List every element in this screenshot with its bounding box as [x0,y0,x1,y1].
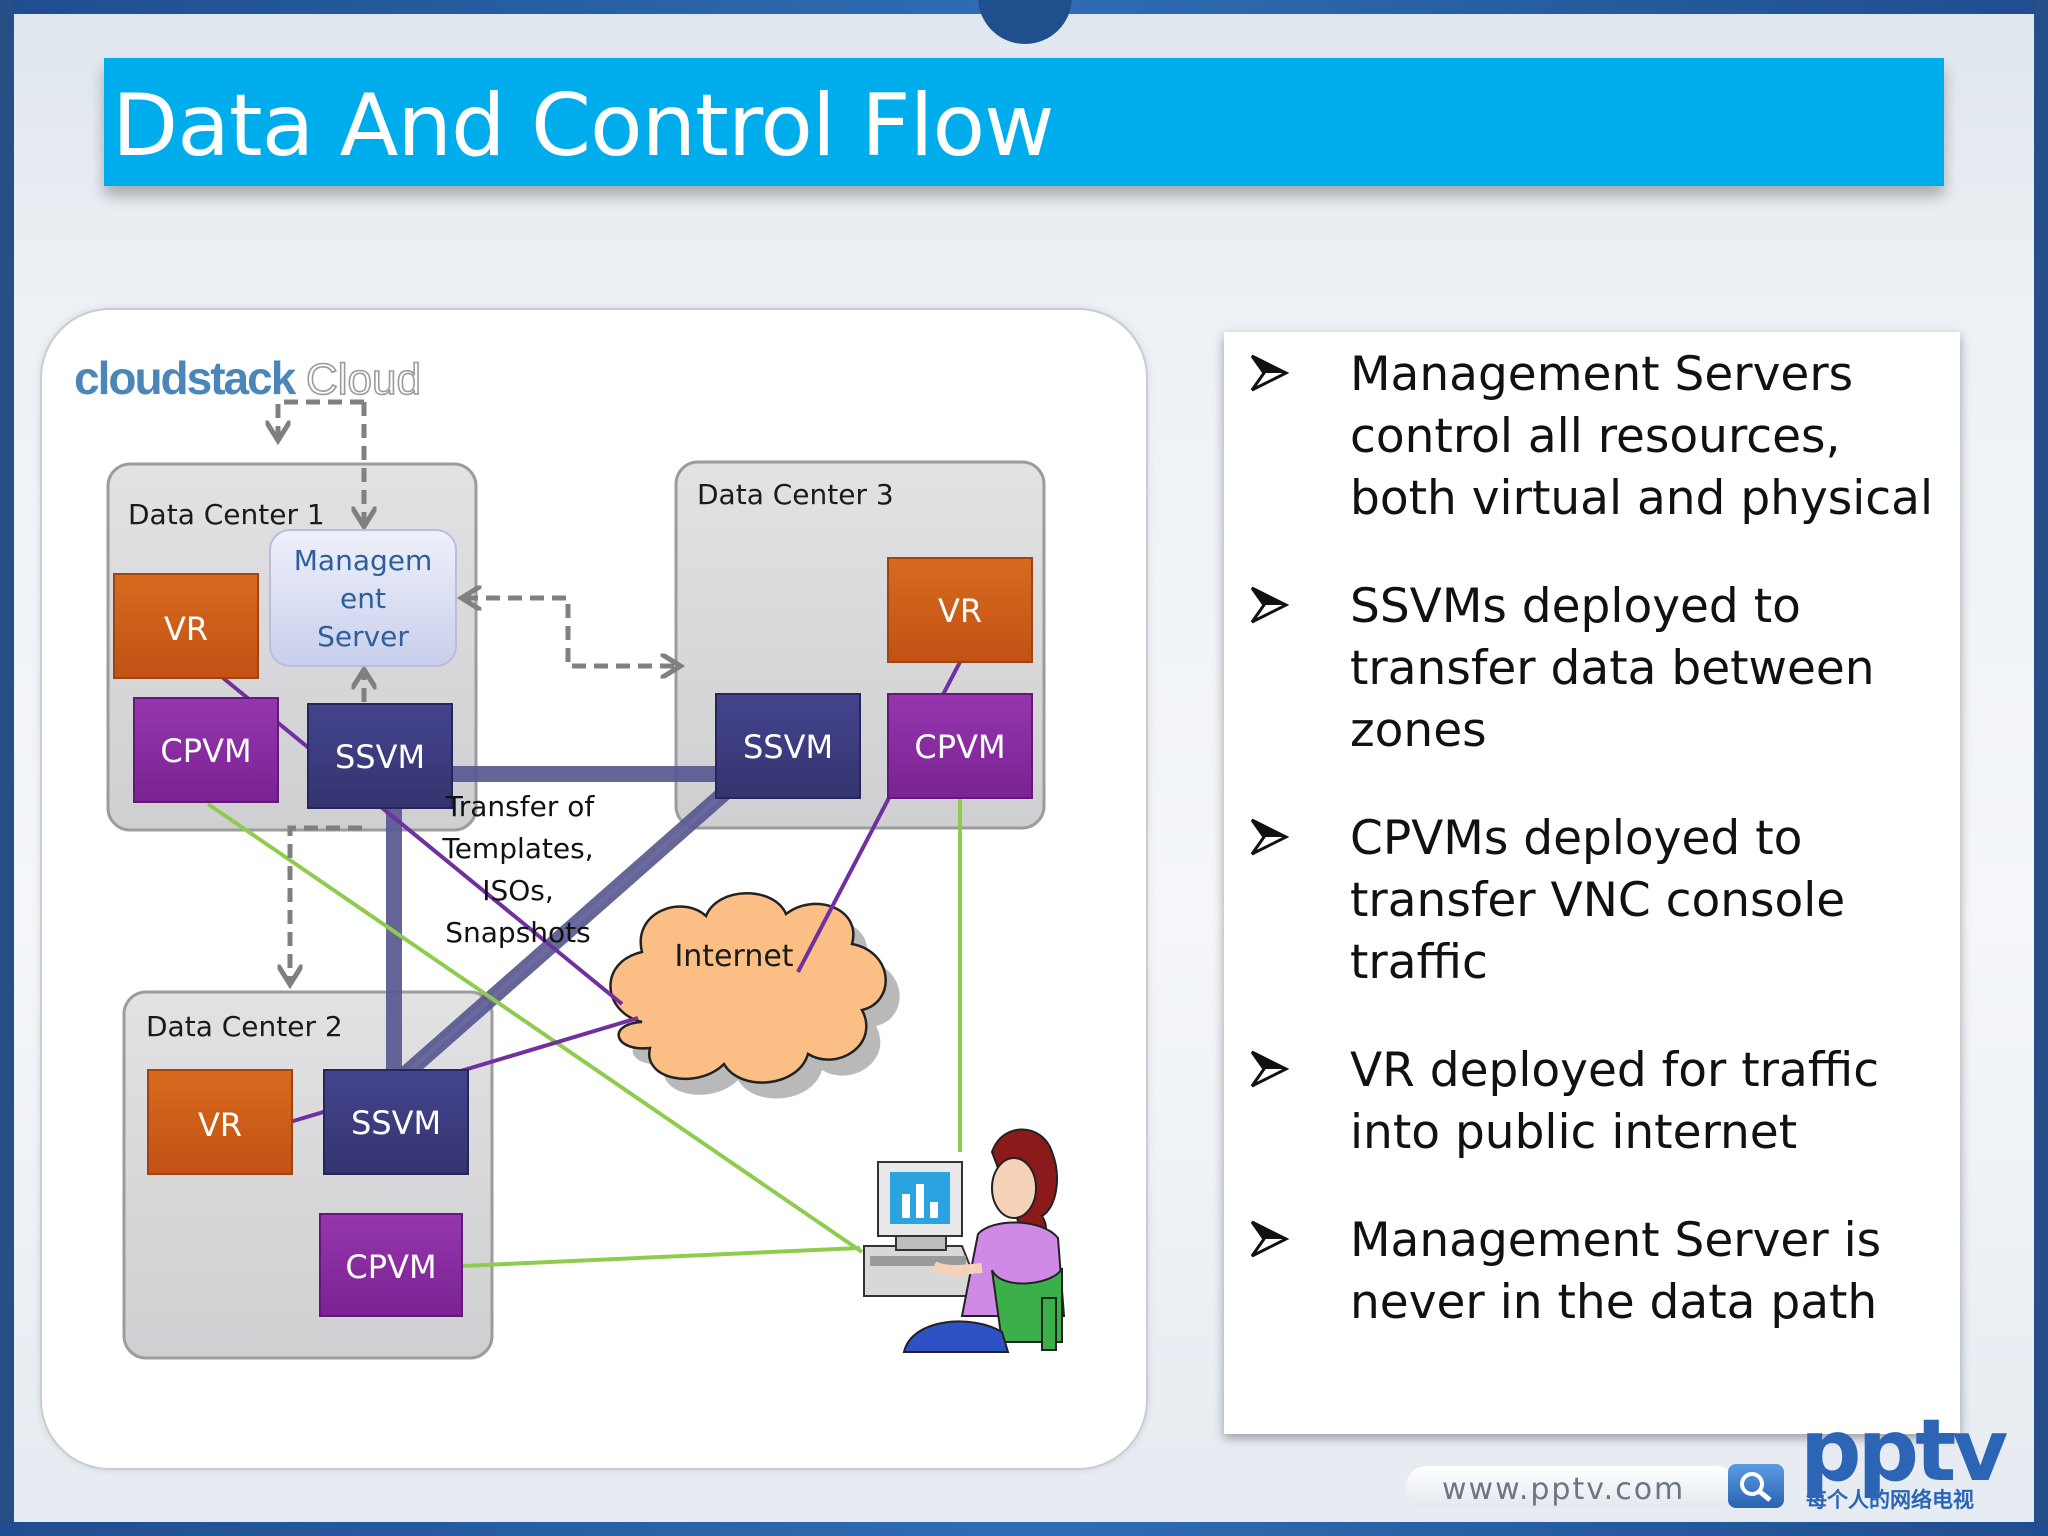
dc2-ssvm-label: SSVM [351,1104,441,1142]
pptv-url-bar: www.pptv.com [1406,1466,1736,1508]
cloudstack-logo-cloud: cloudstack [74,352,297,404]
slide-frame-right [2034,0,2048,1536]
transfer-label-line-2: Templates, [441,832,593,865]
dc1-vr-label: VR [164,610,208,648]
dc3-cpvm-label: CPVM [914,728,1005,766]
management-control-arrows [278,399,678,982]
management-server-label-2: ent [340,582,386,615]
arrow-bullet-icon [1250,1050,1290,1088]
dc1-cpvm [133,697,279,803]
dc3-ssvm-label: SSVM [743,728,833,766]
management-server-label-1: Managem [294,544,433,577]
pptv-url: www.pptv.com [1442,1472,1686,1507]
svg-text:cloudstack: cloudstack [74,352,297,404]
person-at-computer-icon [863,1128,1066,1353]
title-banner: Data And Control Flow [104,58,1944,186]
management-server-label-3: Server [317,620,409,653]
dc1-ssvm [307,703,453,809]
management-server [269,529,457,667]
transfer-label: Transfer of Templates, ISOs, Snapshots [441,790,595,949]
transfer-label-line-3: ISOs, [482,874,554,907]
transfer-label-line-4: Snapshots [445,916,590,949]
dc3-ssvm [715,693,861,799]
slide-frame-bottom [0,1522,2048,1536]
architecture-diagram: cloudstack Cloud Data Center 1 Data Cent… [74,352,1066,1360]
bullet-text-5: Management Server is never in the data p… [1350,1213,1882,1330]
data-center-2-label: Data Center 2 [146,1010,343,1043]
arrow-bullet-icon [1250,586,1290,624]
pptv-logo: pptv [1800,1401,2008,1501]
diagram-panel: cloudstack Cloud Data Center 1 Data Cent… [40,308,1148,1470]
dc1-vr [113,573,259,679]
slide-frame-left [0,0,14,1536]
bullet-text-4: VR deployed for traffic into public inte… [1350,1043,1880,1160]
data-center-3-label: Data Center 3 [697,478,894,511]
arrow-bullet-icon [1250,354,1290,392]
dc3-vr [887,557,1033,663]
internet-cloud [609,892,900,1099]
dc1-ssvm-label: SSVM [335,738,425,776]
bullet-text-1: Management Servers control all resources… [1350,347,1934,526]
bullet-text-3: CPVMs deployed to transfer VNC console t… [1350,811,1846,990]
arrow-bullet-icon [1250,818,1290,856]
pptv-tagline: 每个人的网络电视 [1806,1488,1974,1512]
cloudstack-logo: cloudstack Cloud [74,352,422,405]
dc1-cpvm-label: CPVM [160,732,251,770]
dc3-cpvm [887,693,1033,799]
cloud-label: Cloud [306,355,421,404]
bullet-panel: Management Servers control all resources… [1224,332,1960,1434]
dc2-cpvm-label: CPVM [345,1248,436,1286]
search-icon [1728,1464,1784,1508]
arrow-bullet-icon [1250,1220,1290,1258]
bullet-text-2: SSVMs deployed to transfer data between … [1350,579,1875,758]
transfer-label-line-1: Transfer of [445,790,596,823]
dc2-ssvm [323,1069,469,1175]
internet-label: Internet [674,939,793,974]
slide-top-ornament [978,0,1072,44]
dc2-cpvm [319,1213,463,1317]
cpvm-console-links [206,798,962,1268]
data-center-1-label: Data Center 1 [128,498,325,531]
dc2-vr [147,1069,293,1175]
dc2-vr-label: VR [198,1106,242,1144]
dc3-vr-label: VR [938,592,982,630]
slide-title: Data And Control Flow [112,76,1054,176]
